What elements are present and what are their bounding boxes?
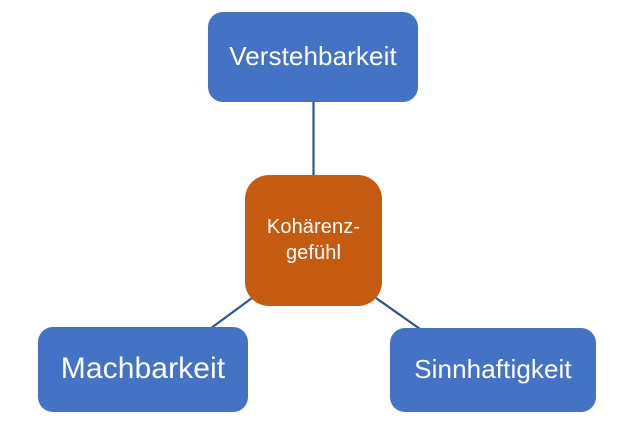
node-machbarkeit-label: Machbarkeit	[60, 352, 226, 386]
node-sinnhaftigkeit[interactable]: Sinnhaftigkeit	[390, 328, 596, 412]
node-verstehbarkeit[interactable]: Verstehbarkeit	[208, 12, 418, 102]
node-verstehbarkeit-label: Verstehbarkeit	[229, 41, 397, 72]
node-kohaerenzgefuehl-label: Kohärenz- gefühl	[266, 215, 361, 264]
node-kohaerenzgefuehl[interactable]: Kohärenz- gefühl	[245, 175, 382, 306]
node-sinnhaftigkeit-label: Sinnhaftigkeit	[414, 354, 572, 385]
node-machbarkeit[interactable]: Machbarkeit	[38, 327, 248, 412]
